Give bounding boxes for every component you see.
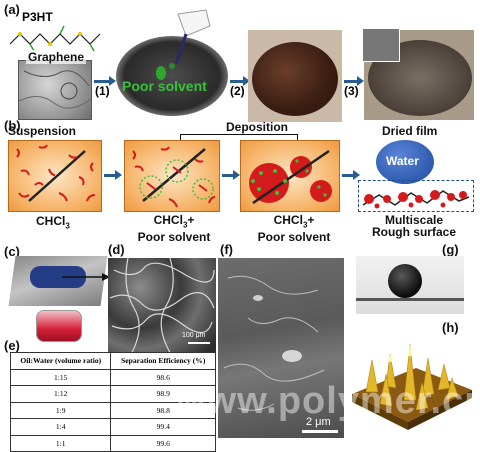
b-arrow-1 [104, 170, 122, 180]
ratio-cell: 1:1 [9, 434, 112, 452]
solvent-2-subscript: 3 [182, 220, 188, 230]
particle-growth-schematic [249, 149, 332, 205]
b-arrow-3 [342, 170, 360, 180]
surface-line-1: Multiscale [384, 213, 444, 227]
panel-h-label: (h) [442, 320, 459, 335]
graphene-texture [18, 70, 92, 109]
solvent-1-subscript: 3 [65, 221, 70, 231]
petri-dish-solvent [116, 36, 228, 116]
step-3-arrow [344, 76, 364, 86]
solvent-2-poor: Poor solvent [137, 230, 211, 245]
sem-f-scale-label: 2 μm [306, 416, 331, 428]
header-ratio: Oil:Water (volume ratio) [9, 352, 112, 370]
table-header-row: Oil:Water (volume ratio) Separation Effi… [9, 352, 216, 370]
panel-f-label: (f) [220, 242, 233, 257]
dark-film [252, 42, 338, 116]
afm-3d-topography [352, 343, 472, 430]
efficiency-cell: 99.6 [110, 434, 216, 452]
mesh-to-sem-arrow [62, 273, 110, 281]
panel-b-label: (b) [4, 118, 21, 133]
nucleation-schematic [132, 146, 216, 208]
sem-image-mesh: 100 μm [108, 257, 216, 357]
sem-d-scale-bar [188, 342, 210, 344]
deposition-label: Deposition [226, 120, 288, 134]
ratio-cell: 1:12 [9, 385, 112, 403]
sem-image-surface: 2 μm [218, 258, 344, 438]
surface-label: Multiscale Rough surface [362, 214, 466, 238]
suspension-schematic [16, 144, 96, 202]
dried-film-label: Dried film [382, 124, 438, 138]
deposition-bracket [180, 134, 298, 143]
panel-d-label: (d) [108, 242, 125, 257]
pipette-icon [169, 9, 211, 69]
water-droplet [376, 140, 434, 184]
watermark-text: www.polymer.cn [176, 380, 480, 422]
rough-surface-box [358, 180, 474, 212]
rough-surface-schematic [362, 190, 470, 209]
ratio-cell: 1:9 [9, 401, 112, 419]
graphene-label: Graphene [26, 50, 87, 64]
water-label: Water [386, 154, 419, 168]
solvent-3-label: CHCl3+ Poor solvent [252, 214, 336, 243]
sem-mesh-texture [109, 257, 215, 357]
solvent-2-text: CHCl [153, 213, 183, 227]
panel-a-label: (a) [4, 2, 20, 17]
header-efficiency: Separation Efficiency (%) [110, 352, 216, 370]
green-drop [156, 66, 166, 80]
beaker-red-liquid [36, 310, 82, 342]
panel-g-label: (g) [442, 242, 459, 257]
step-2-label: (2) [230, 84, 245, 98]
solvent-3-subscript: 3 [302, 220, 308, 230]
suspension-box [8, 140, 102, 212]
solvent-2-plus: + [187, 213, 195, 227]
step-1-label: (1) [95, 84, 110, 98]
ratio-cell: 1:4 [9, 418, 112, 436]
poor-solvent-label: Poor solvent [122, 78, 207, 94]
solvent-1-label: CHCl3 [36, 214, 70, 230]
ratio-cell: 1:15 [9, 368, 112, 386]
step-3-label: (3) [344, 84, 359, 98]
solvent-2-label: CHCl3+ Poor solvent [132, 214, 216, 243]
p3ht-label: P3HT [22, 10, 53, 24]
step-1-arrow [94, 76, 116, 86]
solvent-3-plus: + [307, 213, 315, 227]
surface-line-2: Rough surface [371, 225, 456, 239]
sem-d-scale-label: 100 μm [182, 332, 206, 339]
particle-growth-box [240, 140, 340, 212]
droplet-inset [362, 28, 400, 62]
panel-e-label: (e) [4, 338, 20, 353]
water-contact-droplet [388, 264, 422, 298]
suspension-label: Suspension [8, 124, 77, 138]
poor-solvent-box [124, 140, 220, 212]
step-2-arrow [230, 76, 250, 86]
b-arrow-2 [222, 170, 240, 180]
sem-surface-texture [223, 275, 325, 411]
solvent-3-text: CHCl [273, 213, 303, 227]
panel-c-label: (c) [4, 244, 20, 259]
contact-substrate [356, 298, 464, 301]
separation-efficiency-table: Oil:Water (volume ratio) Separation Effi… [9, 352, 216, 452]
coated-mesh-blue [30, 266, 86, 288]
solvent-1-text: CHCl [36, 214, 66, 228]
graphene-tem-image [18, 60, 92, 120]
p3ht-molecule-icon [9, 25, 101, 52]
sem-f-scale-bar [302, 430, 338, 433]
solvent-3-poor: Poor solvent [257, 230, 331, 245]
